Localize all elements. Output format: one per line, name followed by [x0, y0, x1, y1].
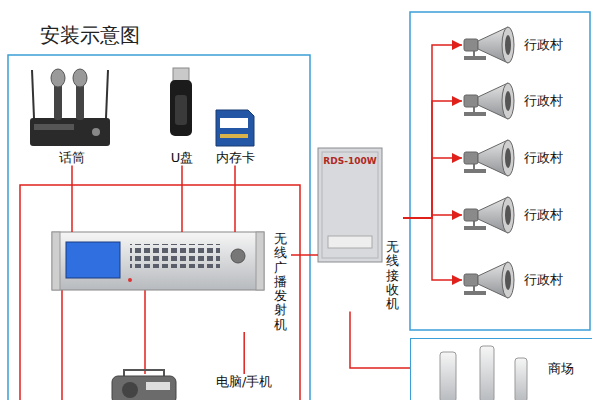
microphone-set: [106, 70, 108, 118]
device-node: U盘: [160, 64, 204, 166]
receiver-box: [328, 236, 372, 248]
column-speakers: [440, 346, 527, 400]
speaker-node: 行政村: [462, 24, 563, 66]
transmitter-device: [128, 278, 132, 282]
device-label: U盘: [160, 150, 204, 166]
horn-speakers: [464, 197, 514, 233]
microphone-set: [76, 84, 84, 120]
radio-set: [146, 382, 170, 390]
device-node: 无线广播发射机: [52, 232, 291, 332]
usb-drive: [173, 68, 189, 82]
icon-area: [462, 194, 518, 236]
icon-area: [462, 259, 518, 301]
radio-set: [122, 382, 138, 398]
radio-set: [112, 376, 176, 400]
memory-card: [216, 110, 254, 146]
microphone-set: [54, 84, 62, 120]
microphone-set: [51, 69, 65, 87]
transmitter-device: [52, 232, 60, 290]
microphone-set: [92, 128, 100, 136]
blue-frame: [8, 55, 310, 400]
receiver-box: [322, 152, 378, 258]
speaker-node: 行政村: [462, 137, 563, 179]
signal-line: [234, 166, 236, 232]
blue-frame: [410, 12, 590, 330]
device-label: 内存卡: [208, 150, 262, 166]
speaker-label: 行政村: [524, 272, 563, 288]
horn-speakers: [464, 83, 514, 119]
signal-line: [403, 45, 462, 218]
icon-area: [52, 232, 264, 290]
frame-lines: [8, 12, 590, 400]
model-label: RDS-100W: [318, 156, 382, 167]
usb-drive: [170, 68, 192, 136]
device-label: 电脑/手机: [216, 374, 272, 390]
usb-drive: [170, 80, 192, 136]
icon-area: [462, 80, 518, 122]
device-label: 无线接收机: [386, 240, 399, 311]
transmitter-device: [52, 232, 264, 290]
device-node: 电脑/手机: [216, 374, 272, 390]
area-label: 商场: [548, 361, 574, 377]
device-node: 话筒: [28, 64, 116, 166]
transmitter-device: [130, 244, 220, 268]
horn-speakers: [464, 27, 514, 298]
speaker-label: 行政村: [524, 93, 563, 109]
receiver-box: [318, 148, 382, 262]
icon-area: [462, 137, 518, 179]
speaker-label: 行政村: [524, 207, 563, 223]
device-node: RDS-100W 无线接收机: [318, 148, 403, 311]
horn-speakers: [464, 27, 514, 63]
signal-line: [403, 101, 462, 218]
transmitter-device: [231, 249, 245, 263]
column-speakers: [515, 358, 527, 400]
device-node: 内存卡: [208, 64, 262, 166]
microphone-set: [34, 124, 74, 130]
usb-drive: [175, 95, 187, 125]
red-wire: [61, 290, 63, 400]
horn-speakers: [464, 262, 514, 298]
device-label: 无线广播发射机: [274, 232, 287, 332]
icon-area: RDS-100W: [318, 148, 382, 262]
icon-area: [28, 64, 112, 150]
device-node: 商场: [410, 338, 592, 400]
signal-line: [350, 311, 410, 368]
column-speakers: [440, 352, 456, 400]
transmitter-device: [256, 232, 264, 290]
signal-line: [243, 332, 245, 374]
speaker-label: 行政村: [524, 150, 563, 166]
speaker-node: 行政村: [462, 194, 563, 236]
signal-line: [71, 166, 73, 232]
signal-line: [403, 218, 462, 280]
red-wire: [144, 290, 146, 374]
memory-card: [220, 118, 248, 128]
signal-line: [181, 166, 183, 232]
transmitter-device: [52, 232, 264, 290]
microphone-set: [30, 118, 110, 146]
radio-set: [112, 370, 176, 400]
speaker-node: 行政村: [462, 80, 563, 122]
microphone-set: [30, 69, 110, 146]
horn-speakers: [464, 140, 514, 176]
speaker-node: 行政村: [462, 259, 563, 301]
microphone-set: [73, 69, 87, 87]
red-frame: [20, 185, 300, 400]
device-label: 话筒: [28, 150, 116, 166]
transmitter-device: [66, 242, 120, 278]
microphone-set: [32, 70, 34, 118]
diagram-title: 安装示意图: [40, 22, 140, 49]
signal-line: [291, 254, 318, 256]
memory-card: [216, 110, 254, 146]
memory-card: [220, 134, 248, 138]
icon-area: [462, 24, 518, 66]
receiver-box: [318, 148, 382, 262]
signal-line: [403, 158, 462, 218]
column-speakers: [480, 346, 494, 400]
speaker-label: 行政村: [524, 37, 563, 53]
icon-area: [160, 64, 200, 150]
icon-area: [208, 64, 258, 150]
